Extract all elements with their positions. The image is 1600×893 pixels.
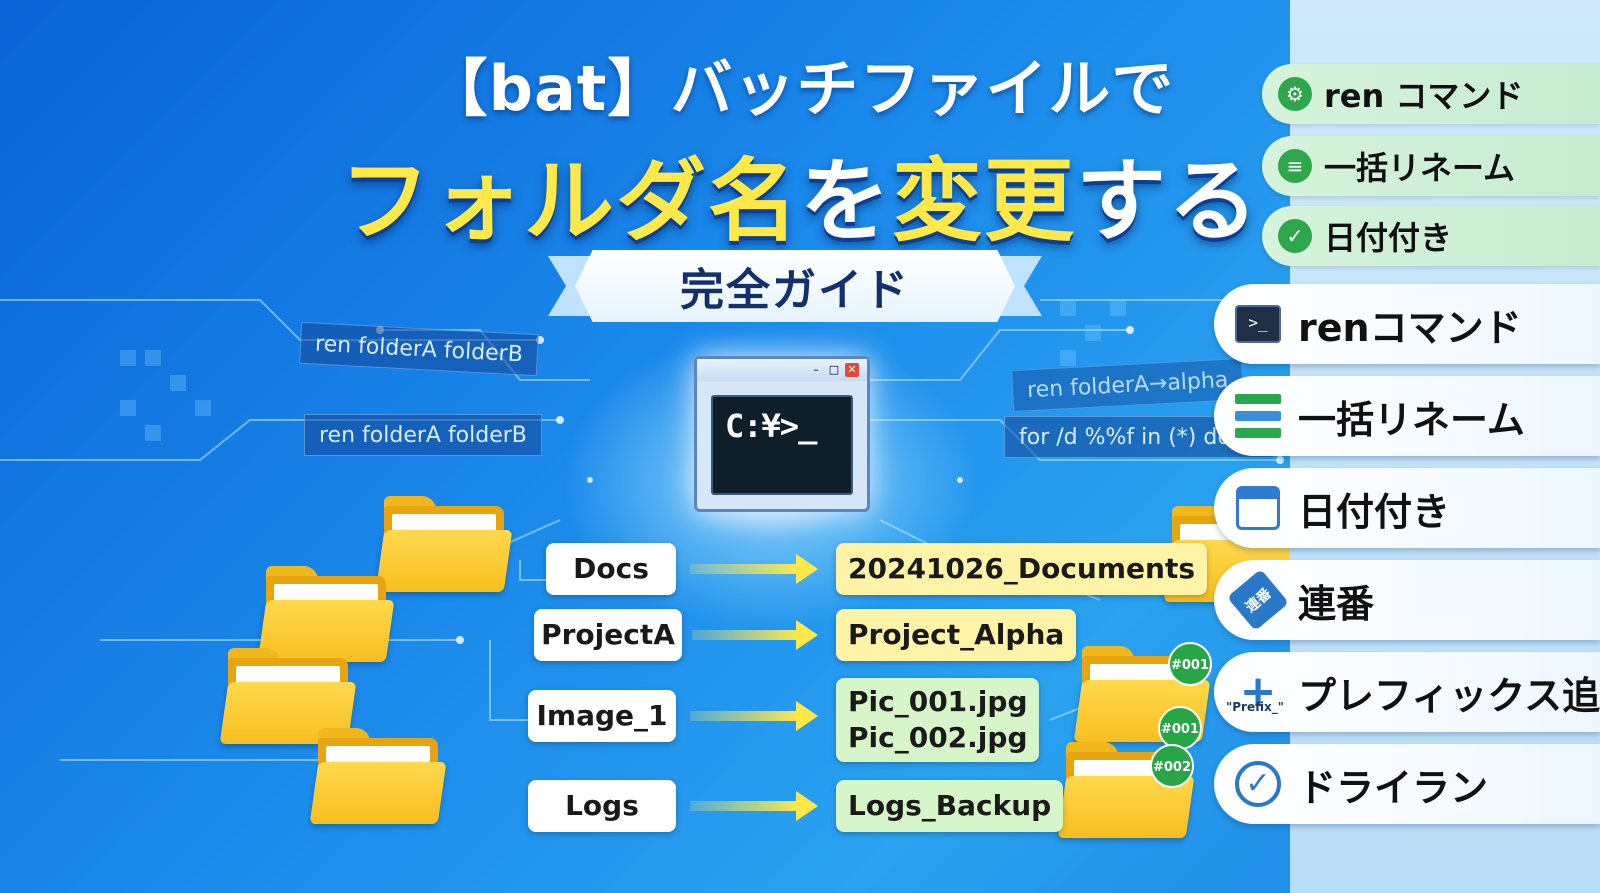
feature-tag-small: ✓ 日付付き xyxy=(1262,206,1600,266)
source-folder-name: ProjectA xyxy=(534,609,682,661)
rename-arrow xyxy=(690,701,818,731)
gear-icon: ⚙ xyxy=(1278,77,1312,111)
terminal-icon-glyph: >_ xyxy=(1235,305,1281,343)
maximize-icon: □ xyxy=(828,363,840,376)
feature-tag-small: ≡ 一括リネーム xyxy=(1262,136,1600,196)
folder-icon xyxy=(309,728,447,824)
feature-label: ドライラン xyxy=(1298,765,1489,810)
plus-icon-glyph: + xyxy=(1239,666,1277,717)
batch-icon xyxy=(1232,390,1284,442)
calendar-icon xyxy=(1232,482,1284,534)
feature-label: プレフィックス追加 xyxy=(1298,673,1600,718)
source-folder-name: Logs xyxy=(528,780,676,832)
terminal-screen: C:¥>_ xyxy=(711,395,853,495)
title-highlight-foldername: フォルダ名 xyxy=(340,149,800,254)
feature-label: 日付付き xyxy=(1324,219,1453,257)
feature-label: 日付付き xyxy=(1298,489,1451,534)
code-snippet: ren folderA folderB xyxy=(304,414,542,456)
folder-icon xyxy=(257,566,395,662)
sequence-badge: #001 xyxy=(1158,706,1202,750)
title-line-2: フォルダ名を変更する xyxy=(330,128,1270,258)
feature-tag: 日付付き xyxy=(1214,468,1600,548)
rename-arrow xyxy=(692,620,818,650)
minimize-icon: – xyxy=(813,363,819,376)
check-circle-icon-glyph: ✓ xyxy=(1235,761,1281,807)
sequence-badge: #002 xyxy=(1150,744,1194,788)
terminal-prompt: C:¥>_ xyxy=(725,407,817,445)
feature-label: 連番 xyxy=(1298,581,1375,626)
terminal-window: – □ ✕ C:¥>_ xyxy=(694,356,870,512)
close-icon: ✕ xyxy=(845,363,859,377)
list-icon: ≡ xyxy=(1278,149,1312,183)
check-icon: ✓ xyxy=(1278,219,1312,253)
feature-tag: + "Prefix_" プレフィックス追加 xyxy=(1214,652,1600,732)
subtitle-text: 完全ガイド xyxy=(680,265,910,316)
plus-icon: + "Prefix_" xyxy=(1226,666,1284,718)
title-highlight-change: 変更 xyxy=(892,149,1076,254)
feature-tag: ✓ ドライラン xyxy=(1214,744,1600,824)
feature-tag: >_ renコマンド xyxy=(1214,284,1600,364)
check-circle-icon: ✓ xyxy=(1232,758,1284,810)
renamed-folder-name: Project_Alpha xyxy=(836,609,1077,661)
feature-tag-small: ⚙ ren コマンド xyxy=(1262,64,1600,124)
feature-label: 一括リネーム xyxy=(1324,149,1516,187)
rename-arrow xyxy=(690,791,818,821)
rename-arrow xyxy=(690,554,818,584)
renamed-folder-name: 20241026_Documents xyxy=(836,543,1208,595)
source-folder-name: Docs xyxy=(546,543,676,595)
tag-icon: 連番 xyxy=(1227,569,1289,631)
renamed-file-name: Pic_002.jpg xyxy=(848,721,1028,754)
renamed-file-list: Pic_001.jpg Pic_002.jpg xyxy=(836,678,1040,762)
prefix-example: "Prefix_" xyxy=(1226,700,1284,714)
title-line-1: 【bat】バッチファイルで xyxy=(425,52,1175,125)
renamed-file-name: Pic_001.jpg xyxy=(848,685,1028,718)
title-particle-wo: を xyxy=(800,149,892,254)
feature-label: ren コマンド xyxy=(1324,77,1524,115)
feature-label: 一括リネーム xyxy=(1298,397,1525,442)
title-suffix-suru: する xyxy=(1076,149,1260,254)
feature-tag: 連番 連番 xyxy=(1214,560,1600,640)
tag-icon-glyph: 連番 xyxy=(1227,569,1289,631)
terminal-titlebar: – □ ✕ xyxy=(697,359,867,381)
renamed-folder-name: Logs_Backup xyxy=(836,780,1064,832)
terminal-icon: >_ xyxy=(1232,298,1284,350)
folder-icon xyxy=(375,496,513,592)
sequence-badge: #001 xyxy=(1168,642,1212,686)
feature-label: renコマンド xyxy=(1298,305,1522,350)
subtitle-ribbon: 完全ガイド xyxy=(575,250,1015,322)
source-folder-name: Image_1 xyxy=(528,690,676,742)
feature-tag: 一括リネーム xyxy=(1214,376,1600,456)
